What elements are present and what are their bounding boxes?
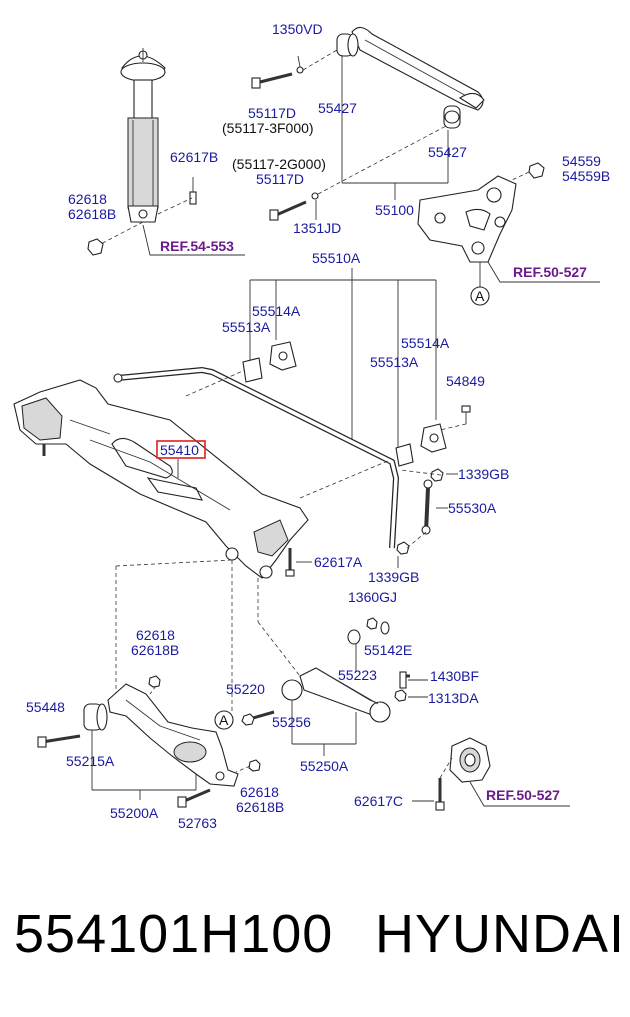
lower-arm-55200a [83, 683, 239, 787]
lower-link-55250a [281, 667, 391, 723]
stabilizer-bar [113, 366, 400, 549]
circle-a-top: A [475, 288, 485, 304]
label-62617c: 62617C [354, 793, 403, 809]
nut-62618-mid [148, 675, 161, 688]
parts-diagram: REF.54-553 62617B 62618 62618B 1350VD 55… [13, 21, 610, 831]
label-55513a-left: 55513A [222, 319, 271, 335]
label-55510a: 55510A [312, 250, 361, 266]
circle-a-bottom: A [219, 712, 229, 728]
ref-50-527-top-label[interactable]: REF.50-527 [513, 264, 587, 280]
bolt-55117d-a [251, 72, 293, 89]
label-55223: 55223 [338, 667, 377, 683]
label-55427-a: 55427 [318, 100, 357, 116]
bracket-55514a-left [269, 341, 297, 371]
label-55448: 55448 [26, 699, 65, 715]
label-62617a: 62617A [314, 554, 363, 570]
label-55142e: 55142E [364, 642, 412, 658]
label-1339gb-b: 1339GB [368, 569, 419, 585]
label-62618-mid: 62618 [136, 627, 175, 643]
bolt-1430bf [399, 671, 410, 689]
ref-50-527-bottom-label[interactable]: REF.50-527 [486, 787, 560, 803]
label-55220: 55220 [226, 681, 265, 697]
label-55100: 55100 [375, 202, 414, 218]
label-54849: 54849 [446, 373, 485, 389]
bolt-55220 [241, 710, 275, 726]
label-62618b-mid: 62618B [131, 642, 179, 658]
bolt-55117d-b [269, 200, 307, 221]
bolt-62617b [189, 177, 197, 205]
label-55514a-left: 55514A [252, 303, 301, 319]
label-52763: 52763 [178, 815, 217, 831]
label-54559: 54559 [562, 153, 601, 169]
label-1360gj: 1360GJ [348, 589, 397, 605]
bushing-55513a-left [242, 357, 263, 383]
washer-55142e [380, 621, 390, 635]
upper-arm-55100 [336, 26, 485, 129]
label-55200a: 55200A [110, 805, 159, 821]
label-62618b-top: 62618B [68, 206, 116, 222]
label-54559b: 54559B [562, 168, 610, 184]
bolt-62617c [435, 778, 445, 811]
bushing-bracket-ref [449, 737, 491, 783]
bolt-52763 [177, 788, 211, 808]
label-1313da: 1313DA [428, 690, 479, 706]
label-55530a: 55530A [448, 500, 497, 516]
nut-1360gj [366, 617, 378, 630]
bracket-55514a-right [420, 423, 447, 453]
ref-54-553-label[interactable]: REF.54-553 [160, 238, 234, 254]
footer-brand: HYUNDAI [375, 904, 626, 964]
highlight-box-55410 [156, 440, 206, 459]
label-55427-b: 55427 [428, 144, 467, 160]
label-55514a-right: 55514A [401, 335, 450, 351]
nut-54559 [528, 162, 545, 179]
bolt-54849 [461, 405, 471, 424]
label-55117d-b: 55117D [256, 171, 304, 187]
label-1350vd: 1350VD [272, 21, 323, 37]
label-62618b-low: 62618B [236, 799, 284, 815]
shock-absorber [120, 48, 166, 223]
stabilizer-link-55530a [421, 479, 433, 535]
label-62617b: 62617B [170, 149, 218, 165]
crossmember-55410 [13, 379, 309, 579]
bolt-62617a [285, 548, 295, 577]
label-62618-top: 62618 [68, 191, 107, 207]
bushing-55513a-right [395, 443, 414, 467]
nut-1313da [394, 689, 407, 702]
nut-62618-low [248, 759, 261, 772]
label-55215a: 55215A [66, 753, 115, 769]
nut-62618-top [87, 238, 104, 256]
label-1339gb-a: 1339GB [458, 466, 509, 482]
bolt-55448 [37, 734, 81, 748]
knuckle-ref [417, 175, 517, 263]
label-55117-2g000: (55117-2G000) [232, 156, 326, 172]
label-55117d-a: 55117D [248, 105, 296, 121]
label-55117-3f000: (55117-3F000) [222, 120, 314, 136]
label-1430bf: 1430BF [430, 668, 479, 684]
label-55513a-right: 55513A [370, 354, 419, 370]
label-55256: 55256 [272, 714, 311, 730]
label-62618-low: 62618 [240, 784, 279, 800]
label-55410[interactable]: 55410 [160, 442, 199, 458]
footer-part-number: 554101H100 [14, 904, 334, 964]
label-1351jd: 1351JD [293, 220, 341, 236]
label-55250a: 55250A [300, 758, 349, 774]
